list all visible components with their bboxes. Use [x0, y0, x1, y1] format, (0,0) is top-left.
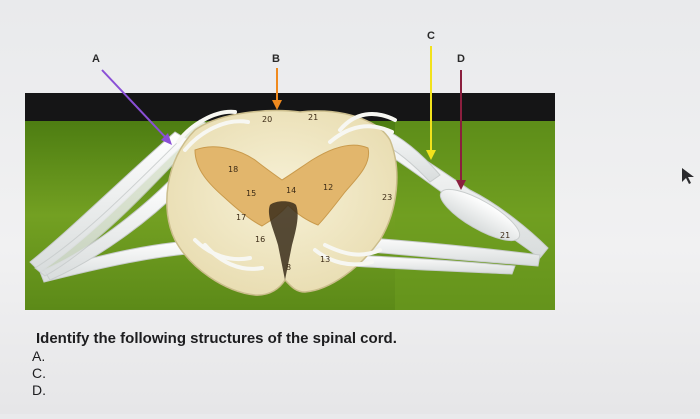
arrow-cursor-icon [681, 167, 695, 190]
model-number-15: 15 [246, 189, 256, 198]
label-b: B [272, 53, 280, 65]
model-number-21b: 21 [500, 231, 510, 240]
answer-a: A. [32, 348, 46, 364]
arrow-b [272, 68, 282, 110]
model-numbers: 20 21 18 15 14 12 23 17 16 13 8 21 [228, 113, 510, 272]
model-number-14: 14 [286, 186, 296, 195]
label-d: D [457, 53, 465, 65]
arrow-c [426, 46, 436, 160]
answer-list: A. C. D. [32, 348, 46, 399]
model-number-16: 16 [255, 235, 265, 244]
rootlets [176, 109, 397, 271]
model-number-21: 21 [308, 113, 318, 122]
gray-matter [194, 144, 370, 227]
right-spinal-nerves [319, 117, 549, 275]
answer-d: D. [32, 382, 46, 398]
label-c: C [427, 30, 435, 42]
arrow-d [456, 70, 466, 190]
model-number-18: 18 [228, 165, 238, 174]
model-number-12: 12 [323, 183, 333, 192]
model-number-20: 20 [262, 115, 272, 124]
model-number-23: 23 [382, 193, 392, 202]
arrow-a [101, 69, 172, 145]
anterior-median-fissure [268, 201, 298, 280]
model-number-13: 13 [320, 255, 330, 264]
answer-c: C. [32, 365, 46, 381]
model-number-8: 8 [286, 263, 291, 272]
question-text: Identify the following structures of the… [36, 330, 397, 347]
label-a: A [92, 53, 100, 65]
model-number-17: 17 [236, 213, 246, 222]
